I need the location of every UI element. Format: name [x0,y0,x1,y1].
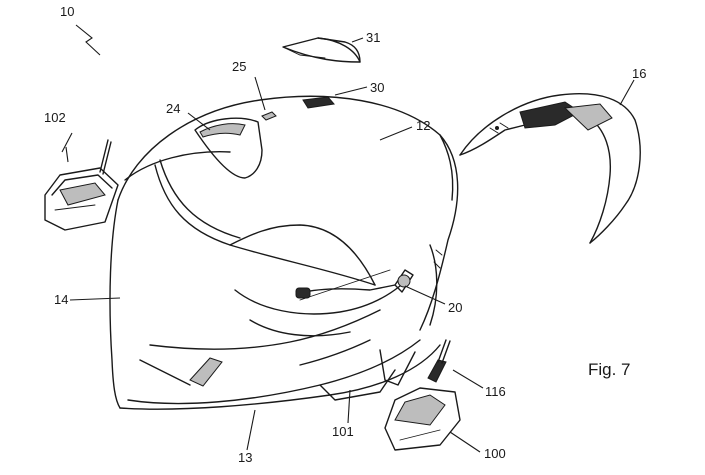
reference-numerals: 10 31 25 30 16 24 12 102 14 20 116 101 1… [44,4,646,465]
spoiler-16 [459,93,641,244]
earpiece-20 [295,269,414,299]
comm-module-102 [44,139,119,231]
figure-caption: Fig. 7 [588,360,631,379]
label-10: 10 [60,4,74,19]
label-13: 13 [238,450,252,465]
leader-lines [61,24,635,453]
label-12: 12 [416,118,430,133]
label-20: 20 [448,300,462,315]
label-116: 116 [485,384,506,399]
label-100: 100 [484,446,506,461]
comm-module-100 [384,339,461,451]
helmet-shell [109,95,459,410]
label-25: 25 [232,59,246,74]
label-30: 30 [370,80,384,95]
label-102: 102 [44,110,66,125]
label-101: 101 [332,424,354,439]
label-31: 31 [366,30,380,45]
top-cover-31 [282,37,361,63]
label-14: 14 [54,292,68,307]
label-16: 16 [632,66,646,81]
label-24: 24 [166,101,180,116]
